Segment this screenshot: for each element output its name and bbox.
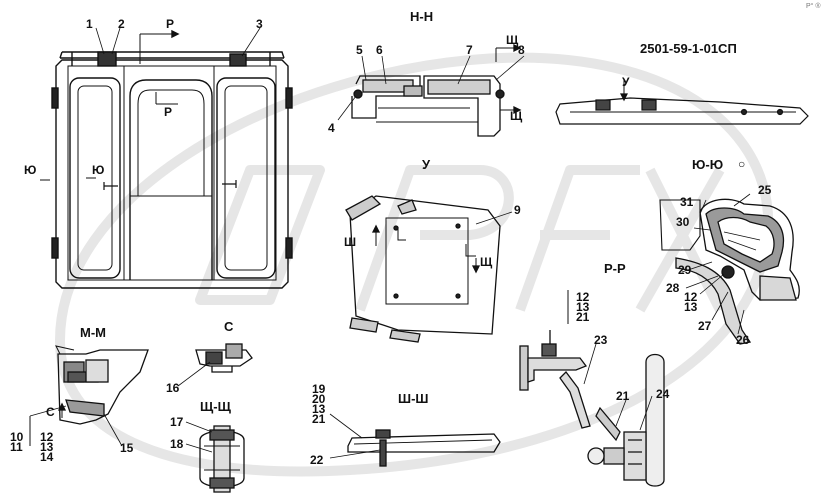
callout-2: 2	[118, 17, 125, 31]
view-symbol-yuyu: ○	[738, 157, 746, 171]
document-code: 2501-59-1-01СП	[640, 41, 737, 56]
view-label-shchshch: Щ-Щ	[200, 399, 231, 414]
view-u-plate	[345, 195, 501, 343]
callout-25: 25	[758, 183, 772, 197]
detail-c	[195, 343, 253, 373]
callout-stack-shsh: 19 20 13 21	[312, 382, 326, 426]
callout-22: 22	[310, 453, 324, 467]
section-shsh	[329, 413, 501, 467]
leader-lines	[95, 27, 751, 459]
stack-item: 12	[576, 290, 590, 304]
section-arrow-sh: Ш	[344, 235, 357, 249]
stack-item: 13	[312, 402, 326, 416]
section-yuyu	[659, 198, 800, 345]
callout-23: 23	[594, 333, 608, 347]
top-right-plate	[555, 80, 809, 125]
callout-18: 18	[170, 437, 184, 451]
stack-item: 19	[312, 382, 326, 396]
section-mm	[29, 345, 149, 446]
callout-17: 17	[170, 415, 184, 429]
stack-item: 20	[312, 392, 326, 406]
section-rr	[519, 290, 591, 429]
callout-3: 3	[256, 17, 263, 31]
callout-6: 6	[376, 43, 383, 57]
callout-15: 15	[120, 441, 134, 455]
callout-28: 28	[666, 281, 680, 295]
callout-21-handle: 21	[616, 389, 630, 403]
view-label-c: С	[224, 319, 234, 334]
callout-7: 7	[466, 43, 473, 57]
callout-stack-rr: 12 13 21	[576, 290, 590, 324]
section-arrow-shch-top: Щ	[506, 33, 519, 47]
stack-item: 10	[10, 430, 24, 444]
callout-5: 5	[356, 43, 363, 57]
callout-16: 16	[166, 381, 180, 395]
callout-9: 9	[514, 203, 521, 217]
callout-stack-yuyu: 12 13	[684, 290, 698, 314]
section-arrow-yu-left: Ю	[24, 163, 37, 177]
callout-31: 31	[680, 195, 694, 209]
stack-item: 13	[576, 300, 590, 314]
callout-stack-mm-right: 12 13 14	[40, 430, 54, 464]
stack-item: 21	[312, 412, 326, 426]
stack-item: 13	[684, 300, 698, 314]
section-arrow-shch-u: Щ	[480, 255, 493, 269]
section-arrow-r-top: Р	[166, 17, 175, 31]
stack-item: 13	[40, 440, 54, 454]
callout-4: 4	[328, 121, 335, 135]
section-shchshch	[199, 425, 245, 493]
view-label-u: У	[422, 157, 431, 172]
callout-1: 1	[86, 17, 93, 31]
view-label-shsh: Ш-Ш	[398, 391, 429, 406]
section-arrow-u: У	[622, 75, 630, 89]
main-hatch-view	[40, 29, 293, 289]
section-nn	[351, 43, 522, 137]
callout-8: 8	[518, 43, 525, 57]
view-label-yuyu: Ю-Ю	[692, 157, 724, 172]
stack-item: 12	[40, 430, 54, 444]
stack-item: 11	[10, 440, 23, 454]
stack-item: 21	[576, 310, 590, 324]
view-label-rr: Р-Р	[604, 261, 626, 276]
callout-30: 30	[676, 215, 690, 229]
callout-27: 27	[698, 319, 712, 333]
section-arrow-shch-bottom: Щ	[510, 109, 523, 123]
section-arrow-yu-right: Ю	[92, 163, 105, 177]
section-arrow-r-mid: Р	[164, 105, 173, 119]
handle-assembly	[587, 353, 665, 487]
view-label-nn: Н-Н	[410, 9, 434, 24]
stack-item: 12	[684, 290, 698, 304]
view-label-mm: М-М	[80, 325, 106, 340]
stack-item: 14	[40, 450, 54, 464]
callout-29: 29	[678, 263, 692, 277]
callout-24: 24	[656, 387, 670, 401]
corner-mark: Р° ®	[806, 3, 821, 10]
section-arrow-c: С	[46, 405, 55, 419]
callout-stack-mm-left: 10 11	[10, 430, 24, 454]
callout-26: 26	[736, 333, 750, 347]
